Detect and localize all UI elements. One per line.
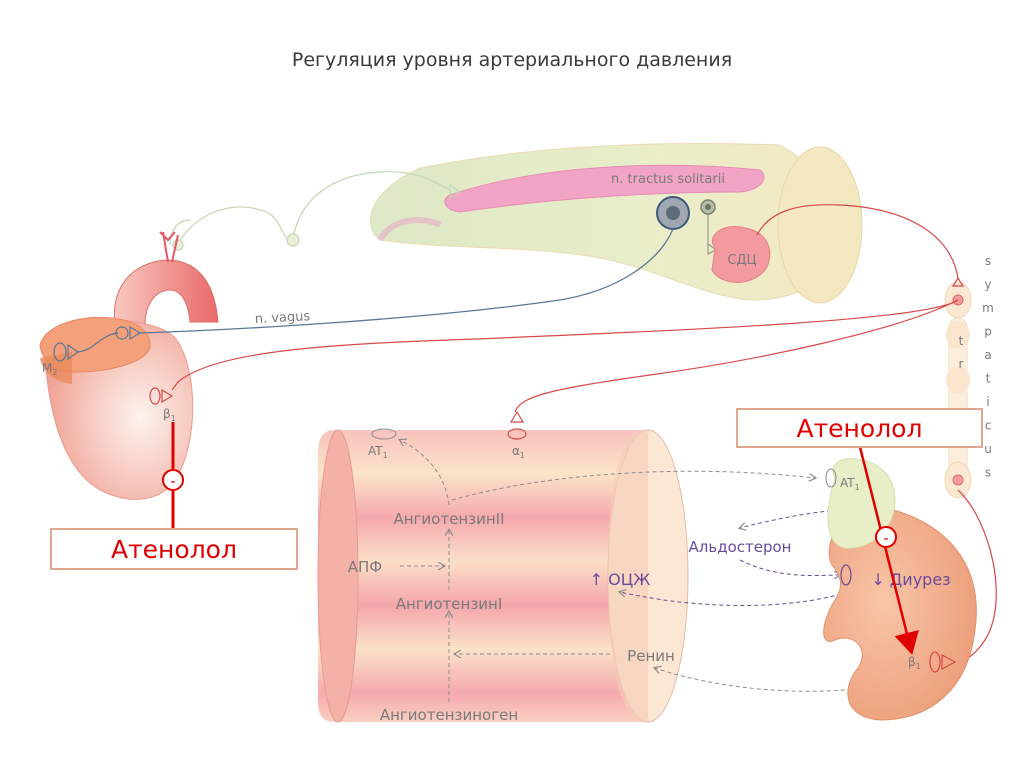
tractus-solitarii-nucleus: [444, 164, 765, 213]
page-title: Регуляция уровня артериального давления: [292, 49, 732, 71]
sympathetic-trunk: [944, 276, 972, 499]
sdc-label: СДЦ: [727, 253, 756, 268]
brainstem-cross-section: [777, 146, 863, 304]
inhibition-minus-right: -: [875, 526, 897, 548]
atenolol-right-arrow: [858, 446, 919, 655]
m2-receptor-label: M2: [42, 361, 57, 377]
angiotensinogen-label: Ангиотензиноген: [380, 706, 518, 724]
symp-letter: i: [986, 395, 989, 409]
beta1-kidney-receptor-icon: [929, 651, 941, 673]
symp-letter: a: [984, 348, 991, 362]
ocj-label: ↑ ОЦЖ: [590, 570, 651, 589]
sdc-vasomotor-center: [711, 226, 771, 283]
angiotensin1-label: АнгиотензинI: [396, 595, 503, 613]
diurez-label: ↓ Диурез: [871, 570, 950, 589]
apf-label: АПФ: [348, 558, 383, 576]
symp-letter: m: [982, 301, 994, 315]
symp-letter: u: [984, 442, 992, 456]
at1-adrenal-label: AT1: [840, 476, 860, 492]
beta1-kidney-label: β1: [908, 655, 921, 671]
at1-adrenal-receptor-icon: [825, 468, 837, 488]
vessel-left-end: [317, 429, 359, 723]
tr-letter: r: [959, 357, 964, 371]
tractus-solitarii-label: n. tractus solitarii: [611, 172, 725, 187]
symp-letter: s: [985, 254, 991, 268]
alpha1-label: α1: [512, 444, 525, 460]
aortic-arch: [113, 259, 219, 326]
symp-letter: p: [984, 325, 992, 339]
blood-vessel: AT1 α1: [317, 410, 689, 723]
symp-letter: y: [984, 278, 991, 292]
angiotensin2-label: АнгиотензинII: [393, 510, 504, 528]
kidney: AT1 β1: [823, 458, 977, 721]
atenolol-label-left: Атенолол: [50, 528, 298, 570]
at1-vessel-label: AT1: [368, 444, 388, 460]
renin-label: Ренин: [627, 647, 675, 665]
atenolol-label-right: Атенолол: [736, 408, 983, 448]
alpha1-receptor-icon: [507, 428, 527, 440]
aldosterone-receptor-icon: [840, 564, 852, 586]
beta1-heart-receptor-icon: [149, 387, 161, 405]
vagus-nerve: [139, 228, 674, 334]
beta1-heart-label: β1: [163, 407, 176, 423]
tr-letter: t: [959, 334, 964, 348]
m2-receptor-icon: [53, 342, 67, 362]
vagus-label: n. vagus: [254, 309, 310, 327]
symp-letter: s: [985, 466, 991, 480]
brainstem: СДЦ n. tractus solitarii: [370, 143, 863, 304]
symp-letter: t: [986, 372, 991, 386]
heart: M2 β1: [39, 231, 219, 500]
symp-letter: c: [985, 419, 992, 433]
inhibition-minus-left: -: [162, 469, 184, 491]
aldosterone-label: Альдостерон: [689, 538, 792, 556]
adrenal-gland: [827, 458, 896, 549]
tr-label: tr: [959, 334, 964, 371]
at1-vessel-receptor-icon: [371, 428, 397, 440]
